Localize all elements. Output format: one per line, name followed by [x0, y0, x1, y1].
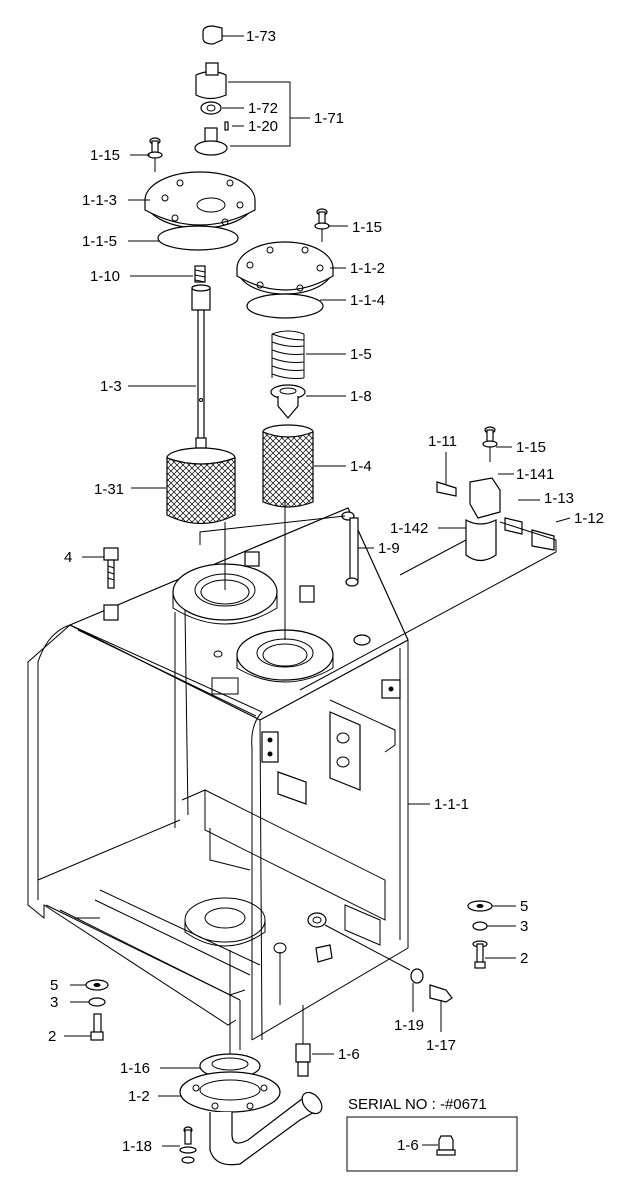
- label-1-141: 1-141: [516, 466, 554, 483]
- leader-lines: [64, 35, 571, 1147]
- label-1-72: 1-72: [248, 100, 278, 117]
- label-1-142: 1-142: [390, 520, 428, 537]
- left-bolt-set: [85, 979, 109, 1041]
- label-1-1-4: 1-1-4: [350, 292, 385, 309]
- label-1-1-2: 1-1-2: [350, 260, 385, 277]
- label-1-12: 1-12: [574, 510, 604, 527]
- breather-cap-assembly: [194, 25, 229, 156]
- label-2-right: 2: [520, 950, 528, 967]
- label-1-6-main: 1-6: [338, 1046, 360, 1063]
- label-1-11: 1-11: [428, 433, 457, 450]
- left-cover-plate: [144, 137, 256, 283]
- drain-plug-set: [324, 924, 453, 1003]
- label-1-8: 1-8: [350, 388, 372, 405]
- right-cover-plate: [236, 208, 334, 319]
- label-1-16: 1-16: [120, 1060, 150, 1077]
- right-bolt-set: [467, 900, 493, 969]
- level-gauge: [199, 500, 359, 640]
- label-1-3: 1-3: [100, 378, 122, 395]
- label-3-right: 3: [520, 918, 528, 935]
- bolt-4: [103, 547, 119, 589]
- label-1-19: 1-19: [394, 1017, 424, 1034]
- label-1-2: 1-2: [128, 1088, 150, 1105]
- label-2-left: 2: [48, 1028, 56, 1045]
- label-1-15-top: 1-15: [90, 147, 120, 164]
- suction-strainer-assembly: [166, 284, 236, 524]
- label-1-4: 1-4: [350, 458, 372, 475]
- label-4: 4: [64, 549, 72, 566]
- suction-port-assembly: [179, 950, 323, 1166]
- part-callouts: 1-73 1-72 1-71 1-20 1-15 1-1-3 1-1-5 1-1…: [48, 28, 604, 1155]
- return-filter-assembly: [262, 330, 314, 508]
- label-3-left: 3: [50, 994, 58, 1011]
- label-1-6-serial: 1-6: [397, 1137, 419, 1154]
- serial-number-box: SERIAL NO : -#0671: [346, 1096, 518, 1172]
- label-1-20: 1-20: [248, 118, 278, 135]
- label-1-71: 1-71: [314, 110, 344, 127]
- label-5-right: 5: [520, 898, 528, 915]
- label-1-9: 1-9: [378, 540, 400, 557]
- label-1-17: 1-17: [426, 1037, 456, 1054]
- label-1-15-right: 1-15: [516, 439, 546, 456]
- label-5-left: 5: [50, 977, 58, 994]
- label-1-1-5: 1-1-5: [82, 233, 117, 250]
- label-1-18: 1-18: [122, 1138, 152, 1155]
- serial-box-title: SERIAL NO : -#0671: [348, 1096, 487, 1113]
- label-1-1-1: 1-1-1: [434, 796, 469, 813]
- label-1-31: 1-31: [94, 481, 124, 498]
- filter-switch-assembly: [299, 426, 557, 691]
- label-1-10: 1-10: [90, 268, 120, 285]
- label-1-13: 1-13: [544, 490, 574, 507]
- label-1-5: 1-5: [350, 346, 372, 363]
- hydraulic-tank-body: [27, 507, 409, 1050]
- label-1-73: 1-73: [246, 28, 276, 45]
- label-1-1-3: 1-1-3: [82, 192, 117, 209]
- label-1-15-mid: 1-15: [352, 219, 382, 236]
